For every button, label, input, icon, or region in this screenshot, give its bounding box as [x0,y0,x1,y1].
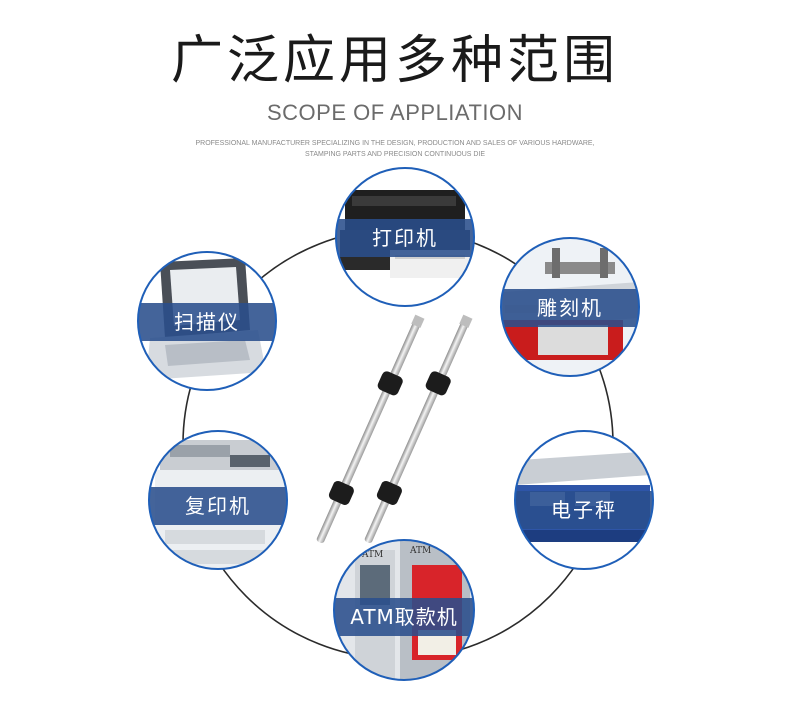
atm-sign-left: ATM [361,550,383,560]
application-copier [148,430,288,570]
label-atm: ATM取款机 [350,605,458,629]
description-line-2: STAMPING PARTS AND PRECISION CONTINUOUS … [304,151,486,158]
application-engraving-machine [500,237,640,377]
page-subtitle: SCOPE OF APPLIATION [266,100,524,125]
roller-shaft-product [316,314,473,543]
label-scanner: 扫描仪 [174,310,240,334]
label-electronic-scale: 电子秤 [551,498,617,522]
description-line-1: PROFESSIONAL MANUFACTURER SPECIALIZING I… [195,140,595,147]
application-electronic-scale [514,430,654,570]
application-scanner [137,251,277,391]
application-printer [335,167,475,307]
atm-sign-right: ATM [409,546,431,556]
application-atm: ATM ATM [333,539,475,681]
page-title: 广泛应用多种范围 [170,31,619,91]
page-description: PROFESSIONAL MANUFACTURER SPECIALIZING I… [190,138,600,160]
label-printer: 打印机 [372,226,438,250]
label-copier: 复印机 [185,494,251,518]
label-engraving-machine: 雕刻机 [537,296,603,320]
